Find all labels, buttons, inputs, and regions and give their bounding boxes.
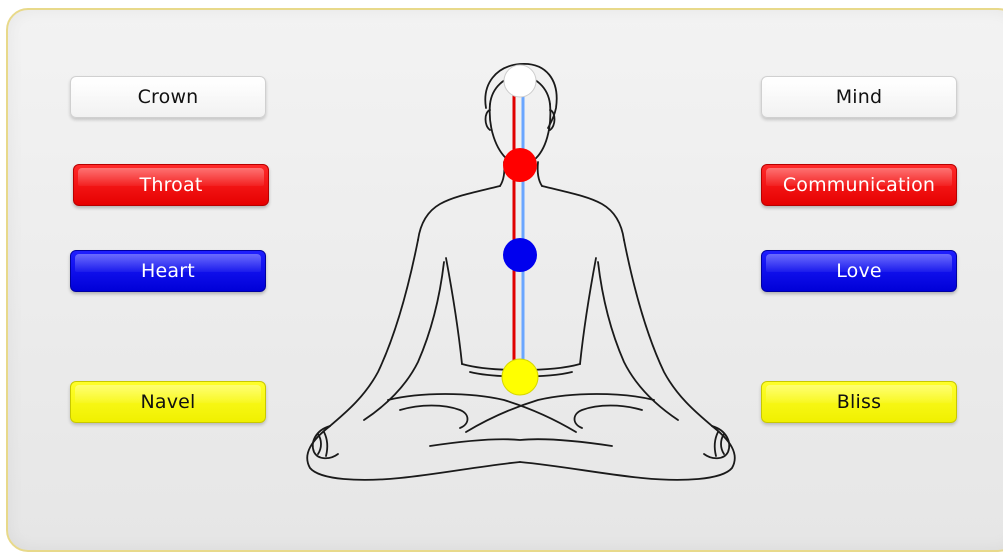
crown-label: Crown (138, 86, 199, 108)
crown-chakra-icon (504, 65, 536, 97)
torso-left (446, 258, 462, 364)
lap-line (430, 439, 612, 446)
left-shoulder (418, 186, 500, 240)
communication-button[interactable]: Communication (761, 164, 957, 206)
right-shin (466, 394, 654, 432)
heart-button[interactable]: Heart (70, 250, 266, 292)
love-button[interactable]: Love (761, 250, 957, 292)
mind-button[interactable]: Mind (761, 76, 957, 118)
throat-button[interactable]: Throat (73, 164, 269, 206)
right-shoulder (542, 186, 624, 240)
right-knee (520, 426, 735, 480)
throat-label: Throat (140, 174, 203, 196)
right-fingers (715, 432, 724, 456)
bliss-label: Bliss (837, 391, 881, 413)
love-label: Love (836, 260, 882, 282)
navel-button[interactable]: Navel (70, 381, 266, 423)
bliss-button[interactable]: Bliss (761, 381, 957, 423)
left-foot (400, 406, 468, 429)
right-foot (575, 406, 643, 429)
left-knee (307, 426, 520, 480)
meditating-figure-icon (300, 60, 740, 520)
left-fingers (318, 432, 327, 456)
navel-chakra-icon (502, 359, 538, 395)
crown-button[interactable]: Crown (70, 76, 266, 118)
heart-label: Heart (141, 260, 195, 282)
left-shin (388, 394, 576, 432)
navel-label: Navel (140, 391, 195, 413)
communication-label: Communication (783, 174, 935, 196)
neck-right (538, 162, 542, 186)
right-arm-outer (624, 240, 712, 426)
torso-right (580, 258, 596, 364)
left-arm-outer (330, 240, 418, 426)
mind-label: Mind (836, 86, 883, 108)
heart-chakra-icon (503, 238, 537, 272)
throat-chakra-icon (503, 148, 537, 182)
